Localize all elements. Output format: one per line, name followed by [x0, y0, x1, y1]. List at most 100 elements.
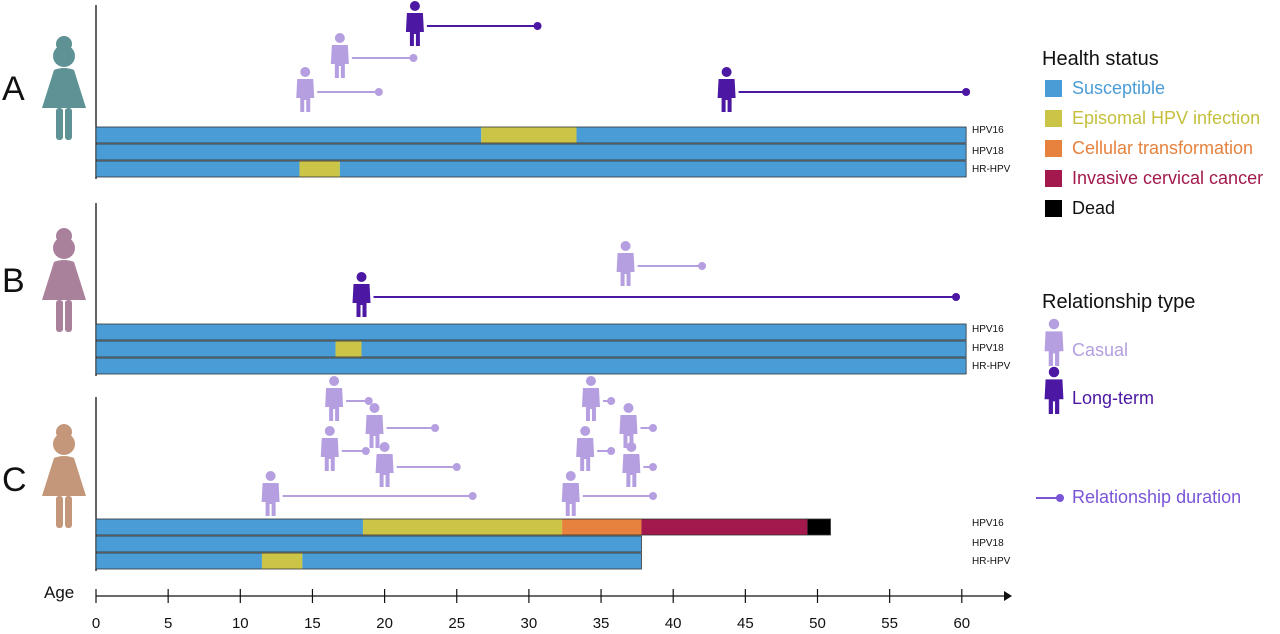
legend-health-item: Susceptible: [1072, 78, 1165, 98]
legend-swatch-susceptible: [1045, 80, 1062, 97]
person-body: [717, 79, 736, 112]
casual-partner-icon: [325, 376, 344, 421]
age-axis-arrow: [1004, 591, 1012, 601]
axis-tick-label: 45: [737, 615, 754, 632]
relationship-duration: [602, 397, 616, 405]
duration-end-dot: [962, 88, 971, 96]
track-segment-episomal: [335, 341, 362, 357]
relationship-duration: [341, 447, 370, 455]
legend-swatch-transformation: [1045, 140, 1062, 157]
legend-relationship-item: Casual: [1072, 340, 1128, 360]
person-body: [1044, 331, 1064, 366]
casual-partner-icon: [622, 442, 641, 487]
relationship-duration: [346, 397, 373, 405]
person-head: [379, 442, 390, 452]
track-segment-susceptible: [96, 341, 336, 357]
duration-end-dot: [648, 424, 657, 432]
person-head: [565, 471, 576, 481]
person-head: [324, 426, 335, 436]
person-body: [622, 454, 641, 487]
axis-tick-label: 35: [593, 615, 610, 632]
person-body: [365, 415, 384, 448]
legend-swatch-cancer: [1045, 170, 1062, 187]
casual-partner-icon: [576, 426, 595, 471]
track-segment-episomal: [261, 553, 303, 569]
track-outline: [95, 357, 967, 375]
track-segment-susceptible: [96, 127, 482, 143]
legend-casual-icon: [1044, 318, 1064, 366]
person-head: [585, 376, 596, 386]
track-label: HPV18: [972, 343, 1004, 354]
person-body: [325, 388, 344, 421]
relationship-duration: [597, 447, 616, 455]
casual-partner-icon: [375, 442, 394, 487]
duration-end-dot: [361, 447, 370, 455]
track-outline: [95, 323, 967, 341]
track-label: HPV16: [972, 324, 1004, 335]
track-segment-susceptible: [96, 358, 967, 374]
longterm-partner-icon: [717, 67, 736, 112]
track-segment-cancer: [641, 519, 808, 535]
relationship-duration: [386, 424, 440, 432]
legend-duration-label: Relationship duration: [1072, 487, 1241, 507]
axis-tick-label: 10: [232, 615, 249, 632]
track-segment-susceptible: [576, 127, 967, 143]
track-segment-susceptible: [339, 161, 967, 177]
track-label: HPV16: [972, 125, 1004, 136]
track-label: HPV18: [972, 538, 1004, 549]
dress: [42, 260, 86, 300]
head: [53, 433, 75, 455]
person-head: [334, 33, 345, 43]
leg-left: [56, 300, 63, 332]
duration-end-dot: [468, 492, 477, 500]
leg-right: [65, 496, 72, 528]
track-label: HR-HPV: [972, 361, 1011, 372]
duration-end-dot: [409, 54, 418, 62]
relationship-duration: [643, 463, 657, 471]
relationship-duration: [738, 88, 971, 96]
axis-tick-label: 25: [448, 615, 465, 632]
person-head: [626, 442, 637, 452]
person-head: [369, 403, 380, 413]
person-body: [619, 415, 638, 448]
woman-icon: [42, 424, 86, 528]
legend-health-title: Health status: [1042, 48, 1159, 70]
person-head: [1048, 318, 1060, 330]
legend-health-item: Invasive cervical cancer: [1072, 168, 1263, 188]
person-body: [296, 79, 315, 112]
casual-partner-icon: [619, 403, 638, 448]
relationship-duration: [582, 492, 657, 500]
legend-duration-dot: [1056, 494, 1064, 502]
relationship-duration: [637, 262, 707, 270]
track-label: HR-HPV: [972, 556, 1011, 567]
panel-label: A: [2, 70, 25, 108]
person-head: [265, 471, 276, 481]
track-segment-episomal: [299, 161, 340, 177]
relationship-duration: [282, 492, 477, 500]
leg-left: [56, 496, 63, 528]
track-segment-susceptible: [361, 341, 967, 357]
axis-tick-label: 50: [809, 615, 826, 632]
legend-swatch-episomal: [1045, 110, 1062, 127]
casual-partner-icon: [581, 376, 600, 421]
track-outline: [95, 160, 967, 178]
person-head: [329, 376, 340, 386]
legend-longterm-icon: [1044, 366, 1064, 414]
person-head: [409, 1, 420, 11]
leg-left: [56, 108, 63, 140]
relationship-duration: [640, 424, 657, 432]
person-body: [320, 438, 339, 471]
casual-partner-icon: [261, 471, 280, 516]
legend-health-item: Dead: [1072, 198, 1115, 218]
duration-end-dot: [607, 447, 616, 455]
legend-relationship-item: Long-term: [1072, 388, 1154, 408]
axis-tick-label: 55: [881, 615, 898, 632]
track-outline: [95, 518, 831, 536]
person-body: [576, 438, 595, 471]
duration-end-dot: [374, 88, 383, 96]
head: [53, 45, 75, 67]
person-body: [375, 454, 394, 487]
dress: [42, 456, 86, 496]
legend-health-item: Episomal HPV infection: [1072, 108, 1260, 128]
